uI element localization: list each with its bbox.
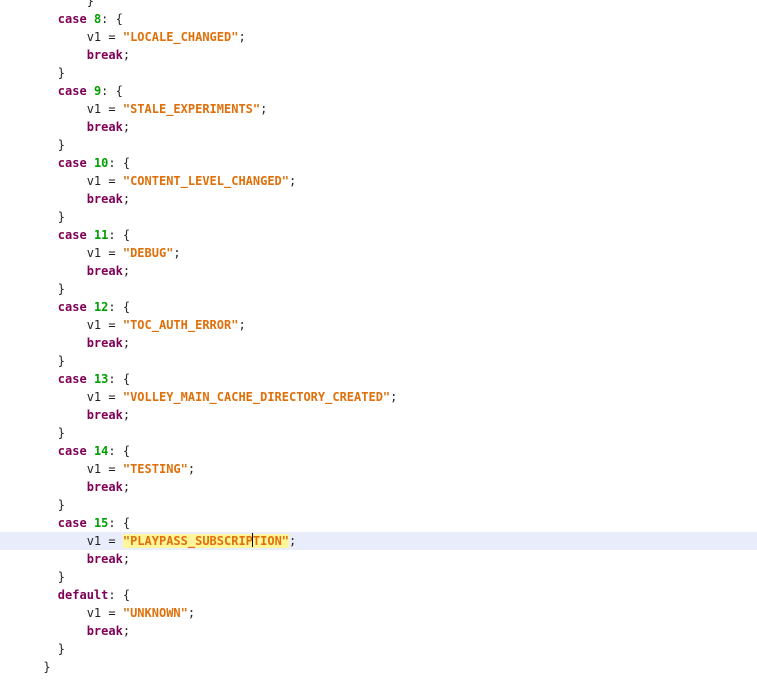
case-line: case 9: { (57, 84, 123, 98)
assignment-line: v1 = "CONTENT_LEVEL_CHANGED"; (86, 174, 297, 188)
case-number: 13 (93, 372, 109, 386)
case-keyword: case (57, 156, 87, 170)
default-keyword: default (57, 588, 109, 602)
code-line: } (0, 570, 66, 584)
case-number: 15 (93, 516, 109, 530)
case-line: case 8: { (57, 12, 123, 26)
break-keyword: break (86, 480, 123, 494)
current-line[interactable]: v1 = "PLAYPASS_SUBSCRIPTION"; (0, 532, 757, 550)
close-brace: } (43, 660, 51, 674)
case-number: 9 (93, 84, 102, 98)
case-number: 12 (93, 300, 109, 314)
code-line: } (0, 0, 757, 10)
break-line: break; (86, 480, 131, 494)
case-keyword: case (57, 516, 87, 530)
text-caret (252, 533, 254, 547)
case-keyword: case (57, 228, 87, 242)
assignment-line: v1 = "DEBUG"; (86, 246, 181, 260)
break-line: break; (86, 120, 131, 134)
string-literal: "UNKNOWN" (122, 606, 188, 620)
code-line: } (0, 642, 66, 656)
code-line: } (0, 210, 66, 224)
variable-name: v1 (86, 246, 102, 260)
code-line: } (0, 282, 66, 296)
variable-name: v1 (86, 534, 102, 548)
break-line: break; (86, 264, 131, 278)
case-number: 11 (93, 228, 109, 242)
variable-name: v1 (86, 462, 102, 476)
assignment-line: v1 = "TESTING"; (86, 462, 196, 476)
assignment-line: v1 = "TOC_AUTH_ERROR"; (86, 318, 246, 332)
variable-name: v1 (86, 606, 102, 620)
break-keyword: break (86, 48, 123, 62)
break-keyword: break (86, 552, 123, 566)
case-number: 8 (93, 12, 102, 26)
case-line: case 12: { (57, 300, 131, 314)
variable-name: v1 (86, 390, 102, 404)
break-line: break; (86, 408, 131, 422)
case-line: case 10: { (57, 156, 131, 170)
string-literal: "DEBUG" (122, 246, 174, 260)
assignment-line: v1 = "UNKNOWN"; (86, 606, 196, 620)
case-keyword: case (57, 300, 87, 314)
case-line: case 13: { (57, 372, 131, 386)
assignment-line: v1 = "STALE_EXPERIMENTS"; (86, 102, 268, 116)
break-line: break; (86, 48, 131, 62)
break-keyword: break (86, 120, 123, 134)
string-part-before-caret: "PLAYPASS_SUBSCRIP (122, 534, 253, 548)
break-keyword: break (86, 624, 123, 638)
code-line: } (0, 498, 66, 512)
break-keyword: break (86, 408, 123, 422)
string-literal: "LOCALE_CHANGED" (122, 30, 239, 44)
switch-closing-line: } (0, 658, 757, 676)
break-keyword: break (86, 192, 123, 206)
case-line: case 11: { (57, 228, 131, 242)
case-line: case 15: { (57, 516, 131, 530)
case-number: 14 (93, 444, 109, 458)
code-line: } (0, 138, 66, 152)
break-line: break; (86, 336, 131, 350)
string-literal: "TESTING" (122, 462, 188, 476)
highlighted-string-literal[interactable]: "PLAYPASS_SUBSCRIPTION" (122, 533, 290, 548)
string-part-after-caret: TION" (252, 534, 290, 548)
code-line: } (0, 426, 66, 440)
string-literal: "CONTENT_LEVEL_CHANGED" (122, 174, 290, 188)
assignment-line: v1 = "LOCALE_CHANGED"; (86, 30, 246, 44)
string-literal: "STALE_EXPERIMENTS" (122, 102, 261, 116)
case-keyword: case (57, 444, 87, 458)
string-literal: "VOLLEY_MAIN_CACHE_DIRECTORY_CREATED" (122, 390, 391, 404)
code-line: } (0, 66, 66, 80)
case-line: case 14: { (57, 444, 131, 458)
variable-name: v1 (86, 174, 102, 188)
variable-name: v1 (86, 102, 102, 116)
case-number: 10 (93, 156, 109, 170)
case-keyword: case (57, 84, 87, 98)
case-keyword: case (57, 372, 87, 386)
code-line: } (0, 354, 66, 368)
break-line: break; (86, 624, 131, 638)
case-keyword: case (57, 12, 87, 26)
assignment-line: v1 = "VOLLEY_MAIN_CACHE_DIRECTORY_CREATE… (86, 390, 398, 404)
string-literal: "TOC_AUTH_ERROR" (122, 318, 239, 332)
variable-name: v1 (86, 30, 102, 44)
break-keyword: break (86, 264, 123, 278)
break-line: break; (86, 192, 131, 206)
close-brace: } (86, 0, 94, 8)
break-keyword: break (86, 336, 123, 350)
break-line: break; (86, 552, 131, 566)
default-line: default: { (57, 588, 131, 602)
variable-name: v1 (86, 318, 102, 332)
